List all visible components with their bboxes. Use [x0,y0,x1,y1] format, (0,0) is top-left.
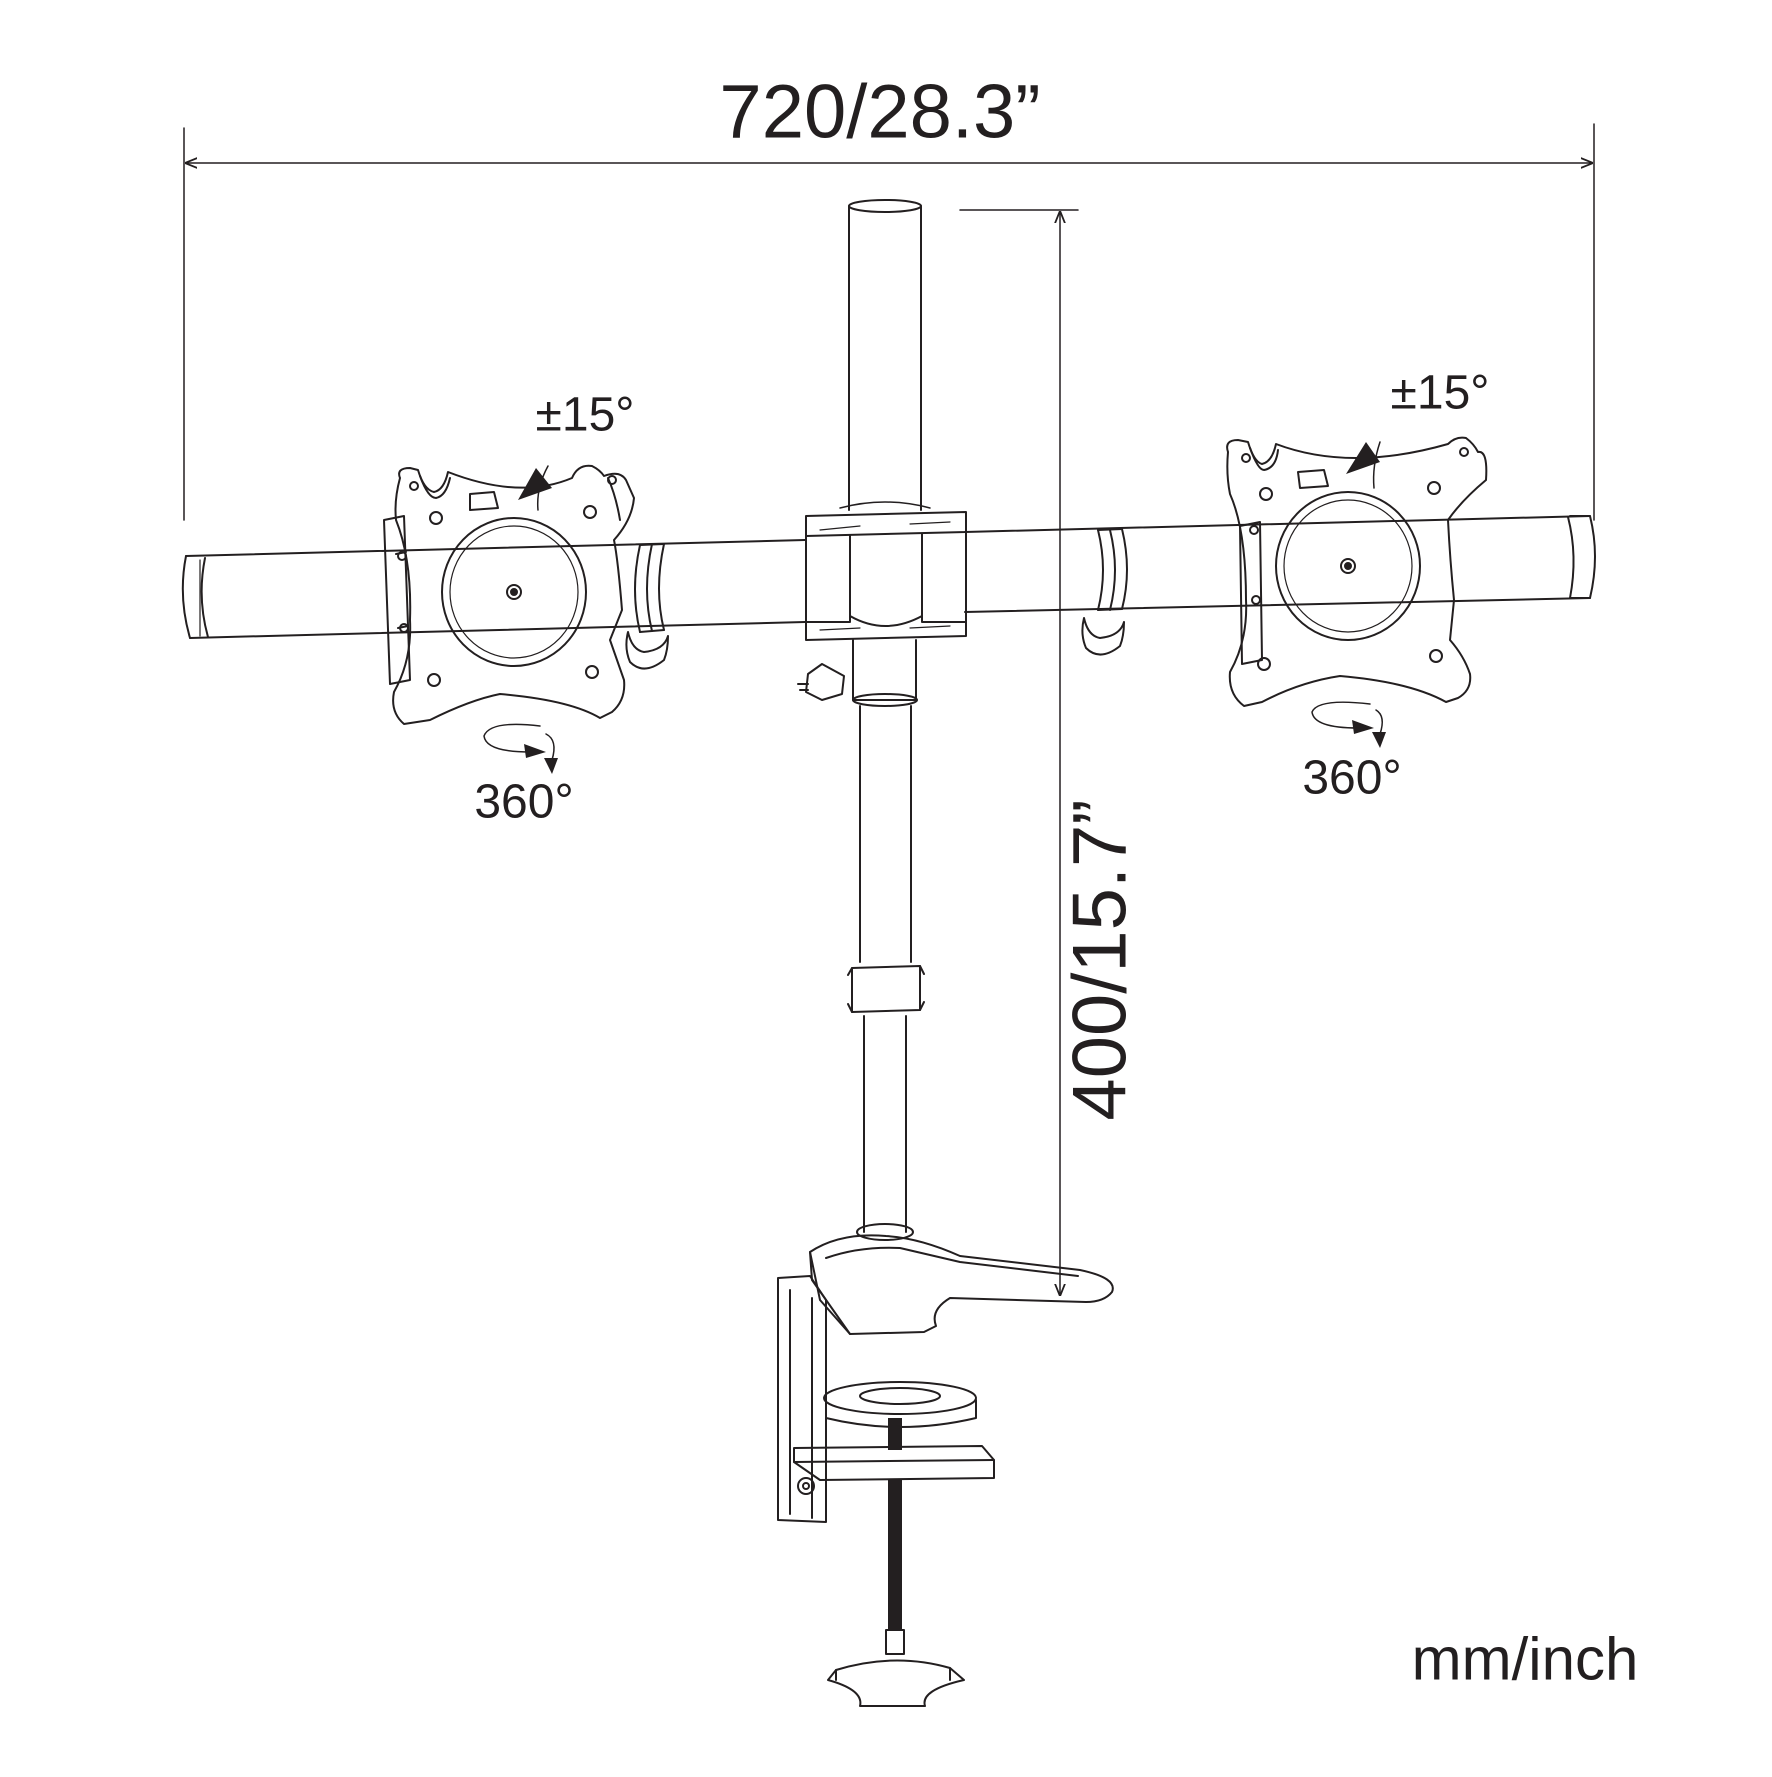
swivel-label-left: 360° [474,775,574,829]
vesa-hole [1429,649,1443,663]
vesa-plate-right [1081,436,1488,707]
vesa-plate-left [383,464,669,725]
swivel-label-right: 360° [1302,751,1402,805]
vesa-hole [1427,481,1441,495]
units-label: mm/inch [1411,1625,1639,1693]
vesa-hole [427,673,441,687]
swivel-arrow-left [483,723,558,774]
vesa-hole [1241,453,1251,463]
width-dimension [183,123,1595,521]
height-dimension [959,209,1079,1295]
vesa-hole [607,475,617,485]
arm-right [964,515,1596,613]
vesa-hole [429,511,443,525]
height-dimension-label: 400/15.7” [1057,799,1143,1121]
arm-left [181,539,806,639]
vesa-hole [1257,657,1271,671]
vesa-hole [583,505,597,519]
tilt-arrow-right [1346,441,1381,489]
center-clamp [805,501,967,641]
swivel-arrow-right [1311,701,1386,748]
tilt-label-right: ±15° [1390,366,1490,420]
vesa-hole [585,665,599,679]
tilt-arrow-left [518,465,552,511]
width-dimension-label: 720/28.3” [719,69,1041,155]
tilt-label-left: ±15° [535,388,635,442]
desk-clamp [777,1234,1114,1707]
pole-upper [848,199,922,511]
vesa-hole [409,481,419,491]
pole-lower [797,639,925,1241]
vesa-hole [1259,487,1273,501]
vesa-hole [1459,447,1469,457]
